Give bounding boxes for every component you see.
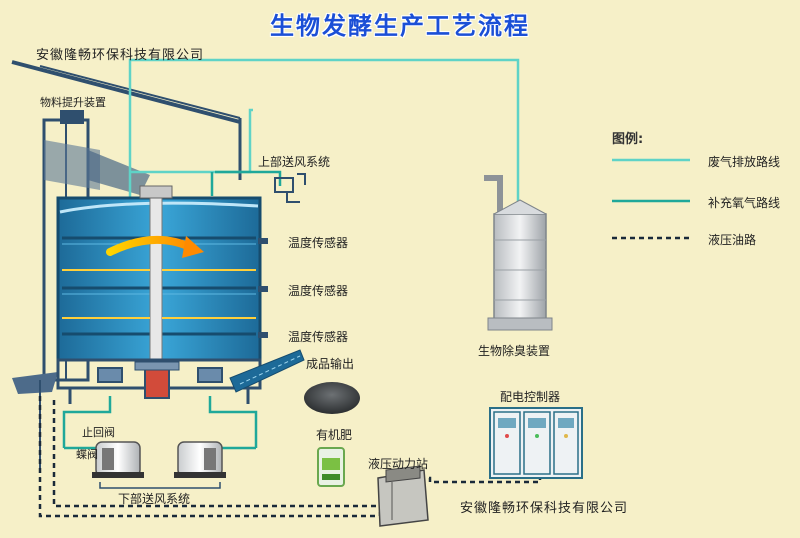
label-deodorizer: 生物除臭装置 xyxy=(478,344,551,358)
label-lower-air: 下部送风系统 xyxy=(118,492,191,506)
oxygen-supply-lines xyxy=(62,396,258,450)
company-name-bottom: 安徽隆畅环保科技有限公司 xyxy=(460,501,629,516)
label-control-cabinet: 配电控制器 xyxy=(500,390,561,404)
temperature-sensors xyxy=(258,238,268,338)
lower-air-fan-left xyxy=(92,441,144,478)
company-name-top: 安徽隆畅环保科技有限公司 xyxy=(36,48,205,63)
legend-item-hydraulic: 液压油路 xyxy=(708,233,757,247)
control-cabinet xyxy=(489,407,583,479)
legend-title: 图例: xyxy=(612,132,644,147)
deodorizer-tower xyxy=(484,175,553,331)
legend-item-exhaust: 废气排放路线 xyxy=(708,155,781,169)
label-check-valve: 止回阀 xyxy=(82,426,115,439)
lower-air-bracket xyxy=(99,482,221,489)
product-chute xyxy=(229,349,305,393)
label-sensor-3: 温度传感器 xyxy=(288,330,349,344)
upper-air-system xyxy=(210,170,306,203)
label-hydraulic-station: 液压动力站 xyxy=(368,457,429,471)
lower-air-fan-right xyxy=(174,441,226,478)
label-sensor-1: 温度传感器 xyxy=(288,236,349,250)
label-product-out: 成品输出 xyxy=(306,357,355,371)
label-upper-air: 上部送风系统 xyxy=(258,155,331,169)
label-butterfly-valve: 蝶阀 xyxy=(76,448,98,461)
fermentation-tank xyxy=(56,185,262,365)
fertilizer-pile xyxy=(304,382,360,414)
hydraulic-station xyxy=(377,465,429,527)
legend-item-oxygen: 补充氧气路线 xyxy=(708,196,781,210)
label-fertilizer: 有机肥 xyxy=(316,428,353,442)
legend-lines xyxy=(612,158,690,240)
exhaust-line xyxy=(128,58,520,215)
label-material-lift: 物料提升装置 xyxy=(40,96,106,109)
fertilizer-bag-icon xyxy=(317,447,345,487)
diagram-title: 生物发酵生产工艺流程 xyxy=(270,12,530,40)
label-sensor-2: 温度传感器 xyxy=(288,284,349,298)
tank-base-frame xyxy=(56,358,262,404)
